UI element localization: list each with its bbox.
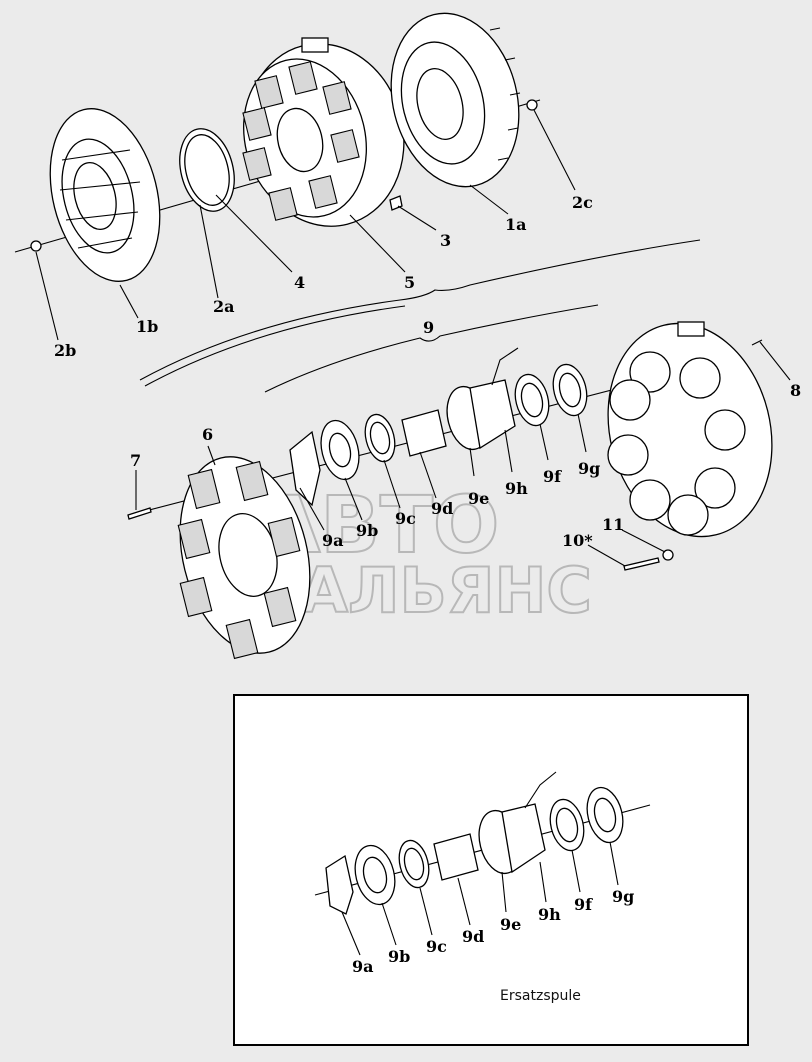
label-1b: 1b — [136, 317, 158, 336]
bolt-7 — [127, 507, 152, 520]
pad-plate-6 — [177, 456, 311, 660]
nut-2b — [30, 240, 42, 252]
inset-label-9a: 9a — [352, 957, 374, 976]
label-9: 9 — [423, 318, 434, 337]
label-5: 5 — [404, 273, 415, 292]
rotor-disc-1b — [49, 108, 161, 282]
part-9h — [469, 379, 516, 450]
coil-housing-8 — [607, 321, 773, 538]
label-1a: 1a — [505, 215, 527, 234]
inset-label-9f: 9f — [574, 895, 593, 914]
coil-parts-9 — [289, 347, 588, 507]
label-9d: 9d — [431, 499, 453, 518]
inset-label-9h: 9h — [538, 905, 561, 924]
leader-lines-upper — [35, 109, 576, 341]
label-7: 7 — [130, 451, 141, 470]
label-10: 10* — [562, 531, 593, 550]
shim-ring-2a — [179, 128, 235, 212]
label-9g: 9g — [578, 459, 600, 478]
label-2b: 2b — [54, 341, 76, 360]
label-9h: 9h — [505, 479, 528, 498]
label-9a: 9a — [322, 531, 344, 550]
label-2a: 2a — [213, 297, 235, 316]
label-9b: 9b — [356, 521, 378, 540]
label-2c: 2c — [572, 193, 593, 212]
label-3: 3 — [440, 231, 451, 250]
inset-caption: Ersatzspule — [500, 988, 581, 1004]
brace-5 — [139, 239, 701, 381]
inset-label-9b: 9b — [388, 947, 410, 966]
inset-spare-coil — [233, 694, 749, 1046]
label-8: 8 — [790, 381, 801, 400]
watermark-line2: АЛЬЯНС — [300, 554, 592, 627]
housing-5 — [242, 37, 405, 227]
part-9d — [401, 409, 447, 457]
inset-label-9d: 9d — [462, 927, 484, 946]
label-9f: 9f — [543, 467, 562, 486]
bolt-10 — [623, 557, 660, 571]
label-11: 11 — [602, 515, 624, 534]
brace-9 — [264, 304, 599, 393]
rotor-disc-1a — [390, 12, 521, 188]
leader-lines-lower — [135, 341, 791, 567]
inset-label-9c: 9c — [426, 937, 447, 956]
label-6: 6 — [202, 425, 213, 444]
inset-label-9e: 9e — [500, 915, 521, 934]
label-9e: 9e — [468, 489, 489, 508]
inset-label-9g: 9g — [612, 887, 634, 906]
part-9a — [289, 430, 321, 507]
brace-5-inner — [144, 305, 406, 387]
label-9c: 9c — [395, 509, 416, 528]
label-4: 4 — [294, 273, 305, 292]
nut-11 — [662, 549, 674, 561]
nut-2c — [526, 99, 538, 111]
